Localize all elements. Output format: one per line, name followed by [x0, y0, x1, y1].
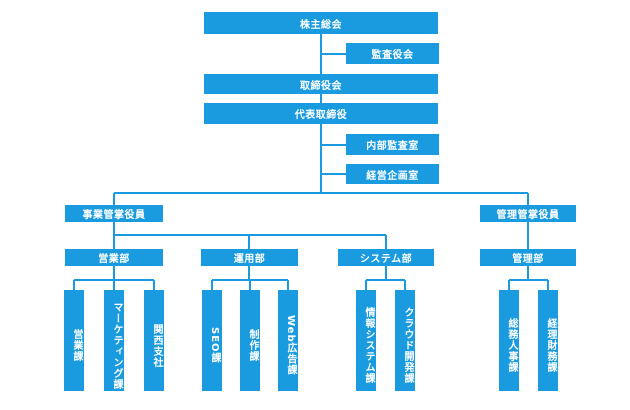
web-ads-section-label: Web広告課 [285, 315, 296, 376]
internal-audit-box: 内部監査室 [346, 134, 439, 155]
marketing-section-box: マーケティング課 [104, 290, 124, 391]
kansai-branch-box: 関西支社 [144, 290, 164, 391]
ops-dept-label: 運用部 [233, 254, 266, 265]
info-systems-section-label: 情報システム課 [363, 307, 374, 384]
accounting-section-box: 経理財務課 [538, 290, 558, 391]
ceo-box: 代表取締役 [204, 103, 438, 124]
ceo-label: 代表取締役 [294, 110, 348, 121]
internal-audit-label: 内部監査室 [366, 141, 419, 152]
web-ads-section-box: Web広告課 [278, 290, 298, 391]
admin-dept-box: 管理部 [480, 249, 576, 266]
sales-dept-label: 営業部 [98, 254, 130, 265]
sales-section-box: 営業課 [64, 290, 84, 391]
cloud-dev-section-box: クラウド開発課 [395, 290, 415, 391]
sales-section-label: 営業課 [71, 329, 82, 362]
shareholders-label: 株主総会 [300, 19, 342, 31]
business-exec-box: 事業管掌役員 [65, 205, 163, 222]
shareholders-box: 株主総会 [204, 12, 438, 34]
system-dept-label: システム部 [359, 254, 413, 265]
sales-dept-box: 営業部 [65, 249, 163, 266]
admin-exec-label: 管理管掌役員 [496, 210, 560, 221]
hr-section-box: 総務人事課 [499, 290, 519, 391]
production-section-label: 制作課 [247, 329, 258, 362]
ops-dept-box: 運用部 [201, 249, 298, 266]
seo-section-label: SEO課 [209, 327, 220, 364]
info-systems-section-box: 情報システム課 [356, 290, 376, 391]
auditors-box: 監査役会 [346, 43, 439, 64]
business-exec-label: 事業管掌役員 [82, 210, 146, 221]
admin-exec-box: 管理管掌役員 [480, 205, 576, 222]
hr-section-label: 総務人事課 [506, 318, 517, 373]
marketing-section-label: マーケティング課 [111, 301, 122, 390]
seo-section-box: SEO課 [202, 290, 222, 391]
admin-dept-label: 管理部 [512, 254, 544, 265]
kansai-branch-label: 関西支社 [151, 323, 162, 368]
cloud-dev-section-label: クラウド開発課 [402, 307, 413, 384]
board-label: 取締役会 [300, 80, 342, 92]
planning-box: 経営企画室 [346, 164, 439, 184]
system-dept-box: システム部 [338, 249, 434, 266]
accounting-section-label: 経理財務課 [545, 318, 556, 373]
planning-label: 経営企画室 [366, 170, 419, 182]
production-section-box: 制作課 [240, 290, 260, 391]
board-box: 取締役会 [204, 74, 438, 94]
auditors-label: 監査役会 [371, 50, 414, 61]
